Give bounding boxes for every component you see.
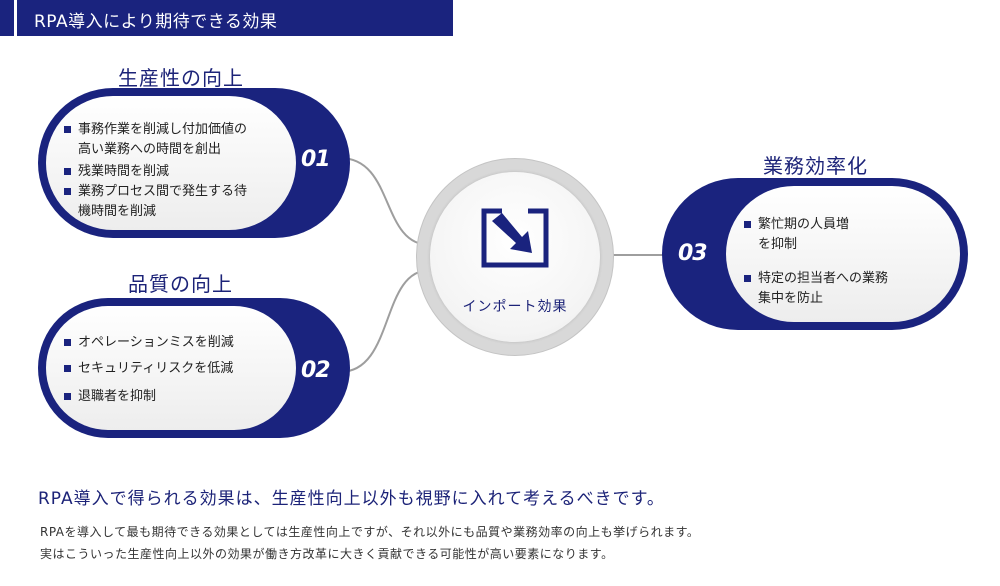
list-item: 業務プロセス間で発生する待 機時間を削減	[64, 182, 289, 222]
bullet-icon	[64, 393, 71, 400]
list-item: オペレーションミスを削減	[64, 333, 289, 353]
header-bar	[0, 0, 453, 36]
list-item: 退職者を抑制	[64, 387, 289, 407]
list-item: 繁忙期の人員増 を抑制	[744, 215, 944, 255]
number-badge-03: 03	[678, 241, 708, 266]
page-title: RPA導入により期待できる効果	[34, 12, 278, 32]
efficiency-list: 繁忙期の人員増 を抑制 特定の担当者への業務 集中を防止	[744, 215, 944, 309]
efficiency-card-inner	[726, 186, 960, 322]
summary-title: RPA導入で得られる効果は、生産性向上以外も視野に入れて考えるべきです。	[38, 489, 665, 509]
header-divider	[14, 0, 17, 36]
quality-card-inner	[46, 306, 296, 430]
list-item: 特定の担当者への業務 集中を防止	[744, 269, 944, 309]
section-title-quality: 品質の向上	[128, 272, 233, 296]
bullet-icon	[64, 339, 71, 346]
productivity-list: 事務作業を削減し付加価値の 高い業務への時間を創出 残業時間を削減 業務プロセス…	[64, 120, 289, 222]
section-title-efficiency: 業務効率化	[763, 154, 868, 178]
summary-line-1: RPAを導入して最も期待できる効果としては生産性向上ですが、それ以外にも品質や業…	[40, 525, 700, 539]
center-label: インポート効果	[462, 299, 568, 315]
number-badge-01: 01	[301, 147, 331, 172]
number-badge-02: 02	[301, 358, 331, 383]
list-item: セキュリティリスクを低減	[64, 359, 289, 379]
bullet-icon	[744, 275, 751, 282]
section-title-productivity: 生産性の向上	[118, 66, 244, 90]
bullet-icon	[64, 365, 71, 372]
productivity-card-inner	[46, 96, 296, 230]
bullet-icon	[64, 188, 71, 195]
summary-line-2: 実はこういった生産性向上以外の効果が働き方改革に大きく貢献できる可能性が高い要素…	[40, 547, 614, 561]
bullet-icon	[744, 221, 751, 228]
bullet-icon	[64, 168, 71, 175]
list-item: 事務作業を削減し付加価値の 高い業務への時間を創出	[64, 120, 289, 160]
center-disc	[430, 172, 600, 342]
quality-list: オペレーションミスを削減 セキュリティリスクを低減 退職者を抑制	[64, 333, 289, 407]
import-icon	[481, 208, 549, 268]
list-item: 残業時間を削減	[64, 162, 289, 182]
bullet-icon	[64, 126, 71, 133]
